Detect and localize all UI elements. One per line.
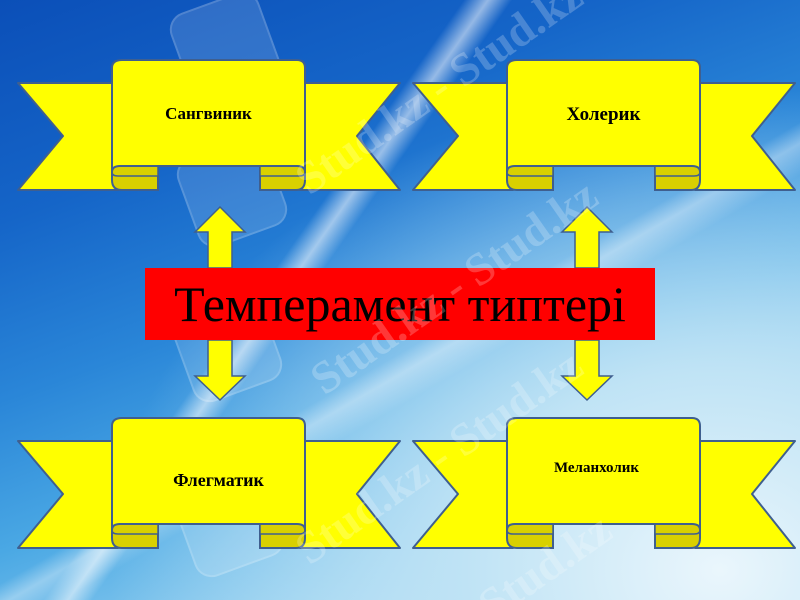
slide-title: Темперамент типтері	[174, 276, 626, 332]
title-bar: Темперамент типтері	[145, 268, 655, 340]
arrow-down-right-icon	[560, 339, 614, 402]
ribbon-sanguine	[17, 59, 401, 191]
arrow-up-left-icon	[193, 205, 247, 269]
ribbon-label-melancholic: Меланхолик	[553, 460, 640, 476]
arrow-up-right-icon	[560, 205, 614, 269]
ribbon-label-phlegmatic: Флегматик	[173, 470, 264, 490]
ribbon-label-choleric: Холерик	[566, 104, 641, 125]
ribbon-melancholic	[412, 417, 796, 549]
arrow-down-left-icon	[193, 339, 247, 402]
ribbon-label-sanguine: Сангвиник	[165, 104, 252, 123]
